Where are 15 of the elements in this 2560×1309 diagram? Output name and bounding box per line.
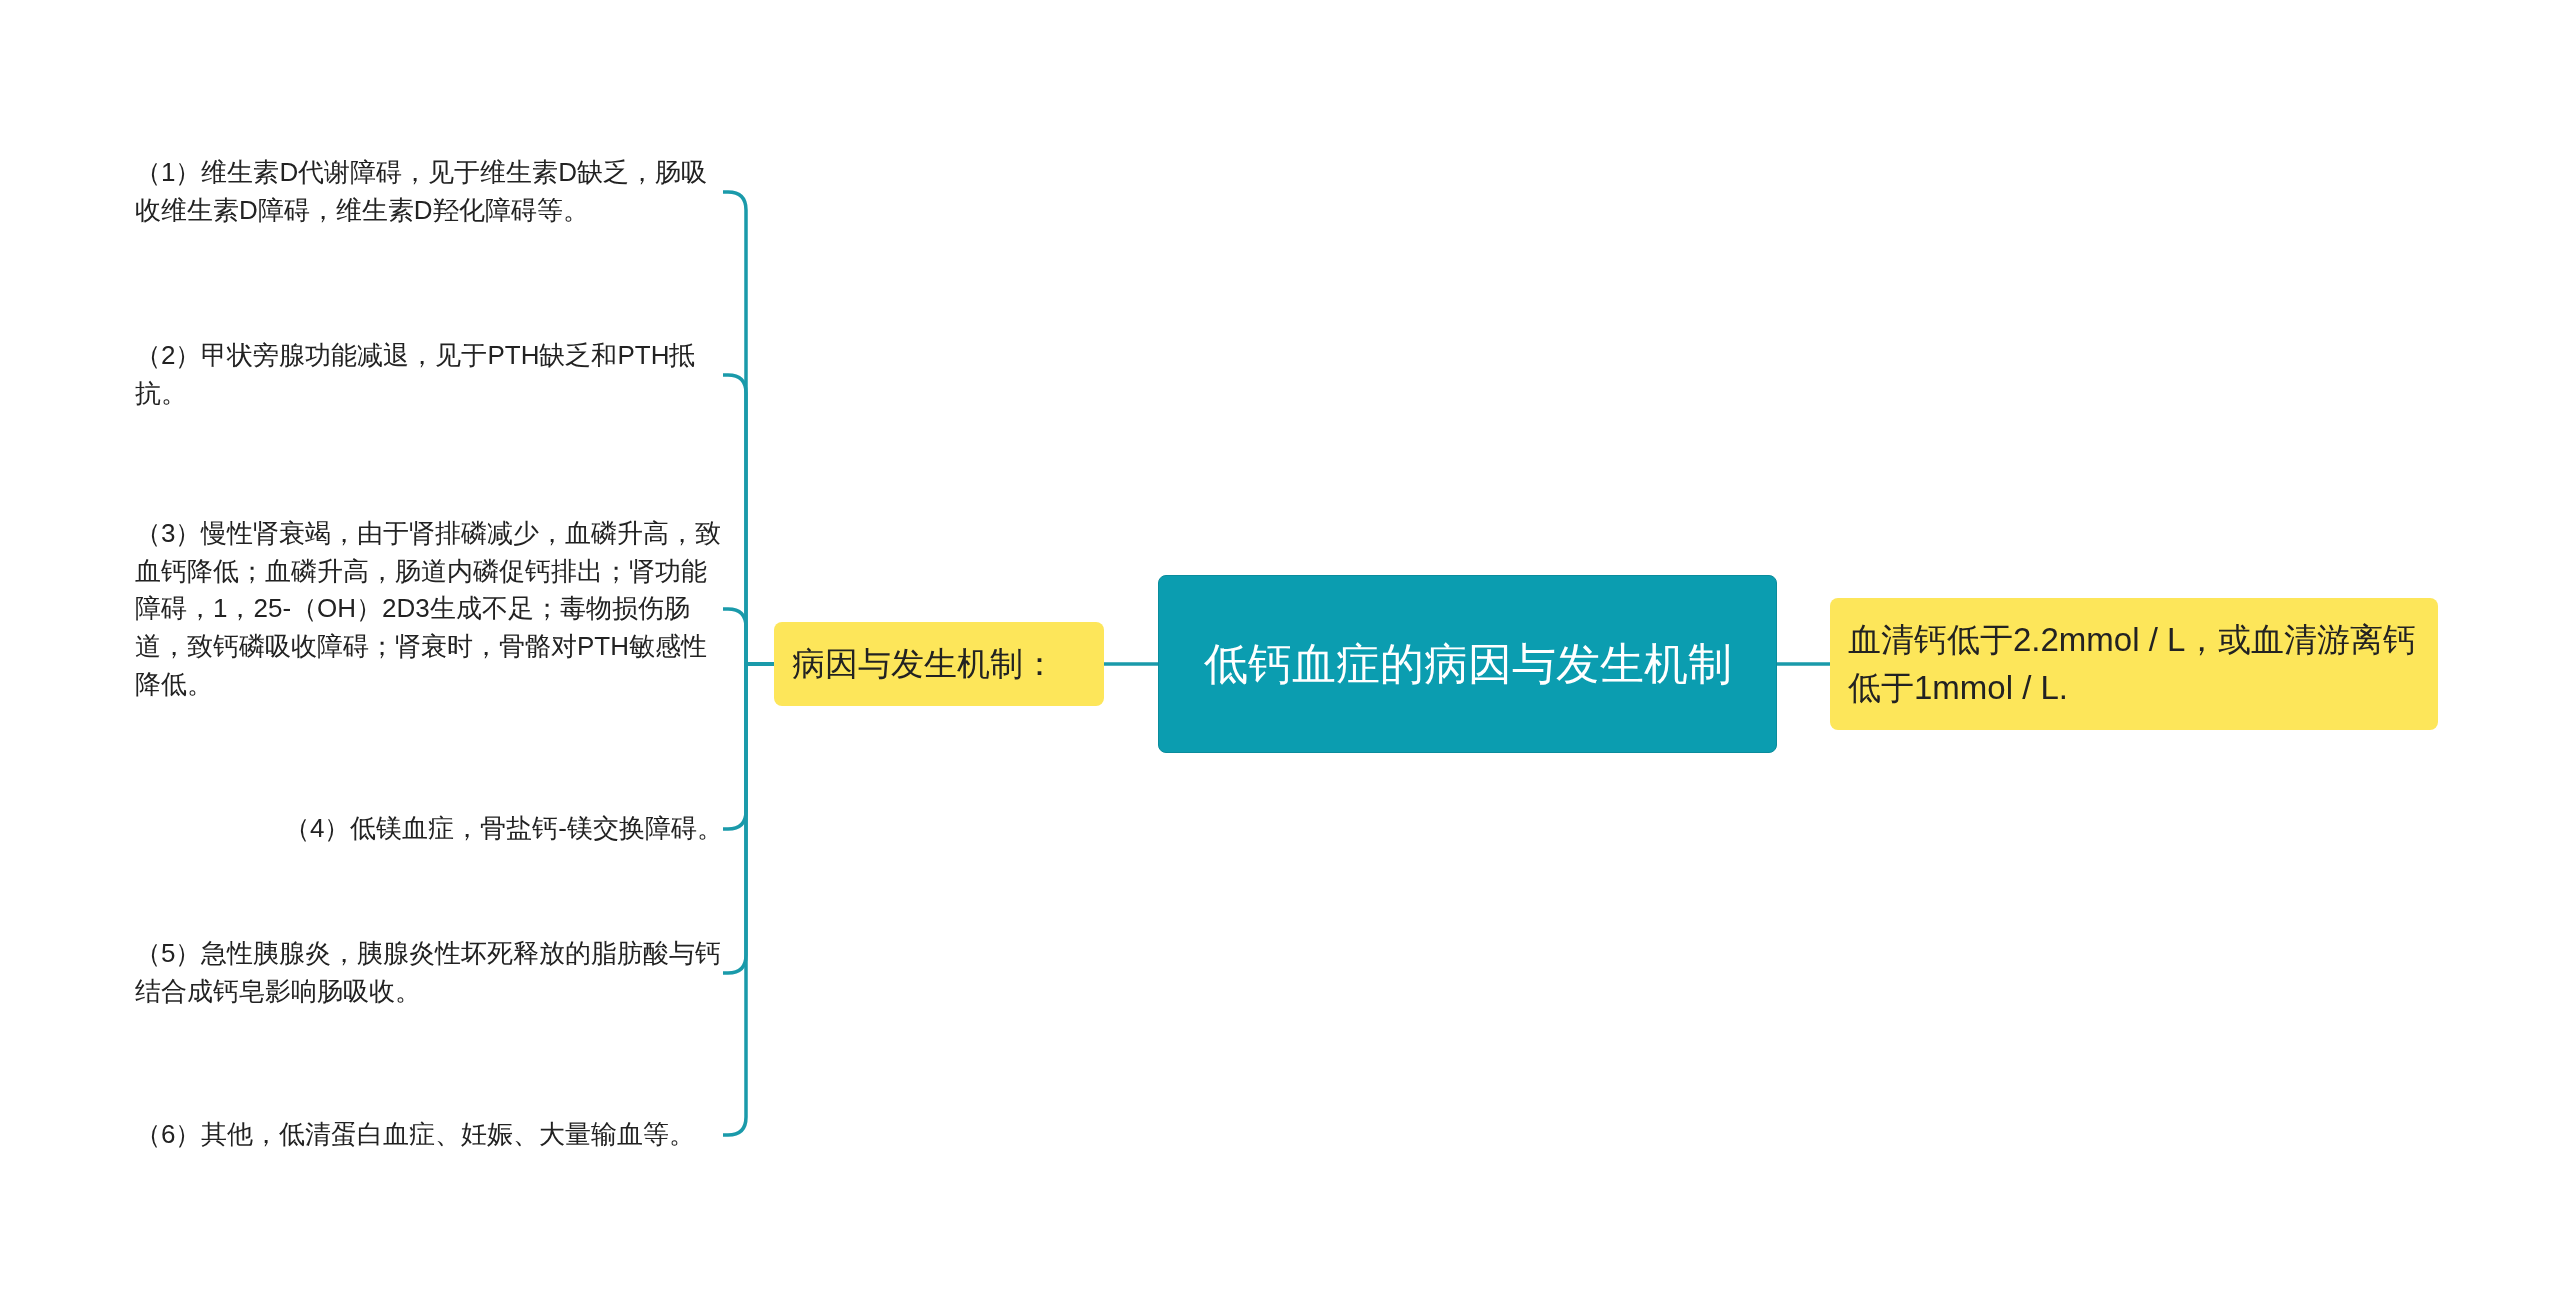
connector-line bbox=[1777, 662, 1830, 666]
connector-line bbox=[1104, 662, 1158, 666]
topic-text: 病因与发生机制： bbox=[792, 644, 1056, 685]
central-topic-box bbox=[1158, 575, 1777, 753]
leaf-text: （5）急性胰腺炎，胰腺炎性坏死释放的脂肪酸与钙结合成钙皂影响肠吸收。 bbox=[135, 937, 723, 1008]
topic-box bbox=[1830, 598, 2438, 730]
connector-line bbox=[723, 662, 774, 1137]
topic-text: 血清钙低于2.2mmol / L，或血清游离钙低于1mmol / L. bbox=[1848, 620, 2418, 708]
leaf-text: （1）维生素D代谢障碍，见于维生素D缺乏，肠吸收维生素D障碍，维生素D羟化障碍等。 bbox=[135, 156, 708, 227]
leaf-text: （4）低镁血症，骨盐钙-镁交换障碍。 bbox=[282, 812, 723, 846]
topic-text: 低钙血症的病因与发生机制 bbox=[1203, 638, 1732, 691]
leaf-text: （3）慢性肾衰竭，由于肾排磷减少，血磷升高，致血钙降低；血磷升高，肠道内磷促钙排出；肾功能障碍，1，25-（OH）2D3生成不足；毒物损伤肠道，致钙磷吸收障碍；肾衰时，骨骼对PTH敏感性降低。 bbox=[135, 516, 723, 701]
subtopic-box bbox=[774, 622, 1104, 706]
leaf-text: （2）甲状旁腺功能减退，见于PTH缺乏和PTH抵抗。 bbox=[135, 339, 697, 410]
leaf-text: （6）其他，低清蛋白血症、妊娠、大量输血等。 bbox=[135, 1118, 697, 1152]
